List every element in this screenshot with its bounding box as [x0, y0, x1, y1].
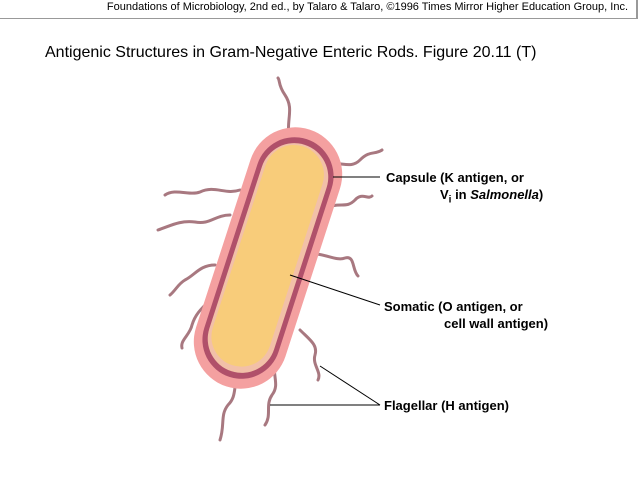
capsule-label-line2: Vi in Salmonella) — [386, 186, 543, 209]
salmonella-text: Salmonella — [470, 187, 539, 202]
in-text: in — [451, 187, 471, 202]
figure-title: Antigenic Structures in Gram-Negative En… — [45, 44, 537, 61]
cytoplasm — [211, 144, 324, 367]
somatic-label-line2: cell wall antigen) — [444, 316, 549, 331]
credit-text: Foundations of Microbiology, 2nd ed., by… — [106, 1, 628, 13]
leader-lines — [270, 176, 381, 406]
capsule-label: Capsule (K antigen, or Vi in Salmonella) — [386, 169, 543, 209]
capsule-label-line1: Capsule (K antigen, or — [386, 170, 524, 185]
somatic-label-line1: Somatic (O antigen, or — [384, 299, 523, 314]
credit-bar: Foundations of Microbiology, 2nd ed., by… — [0, 0, 638, 19]
v-subscript: i — [448, 194, 452, 206]
somatic-label: Somatic (O antigen, or cell wall antigen… — [384, 298, 548, 332]
close-paren: ) — [538, 187, 544, 202]
flagellar-label: Flagellar (H antigen) — [384, 398, 509, 413]
v-text: V — [440, 187, 449, 202]
